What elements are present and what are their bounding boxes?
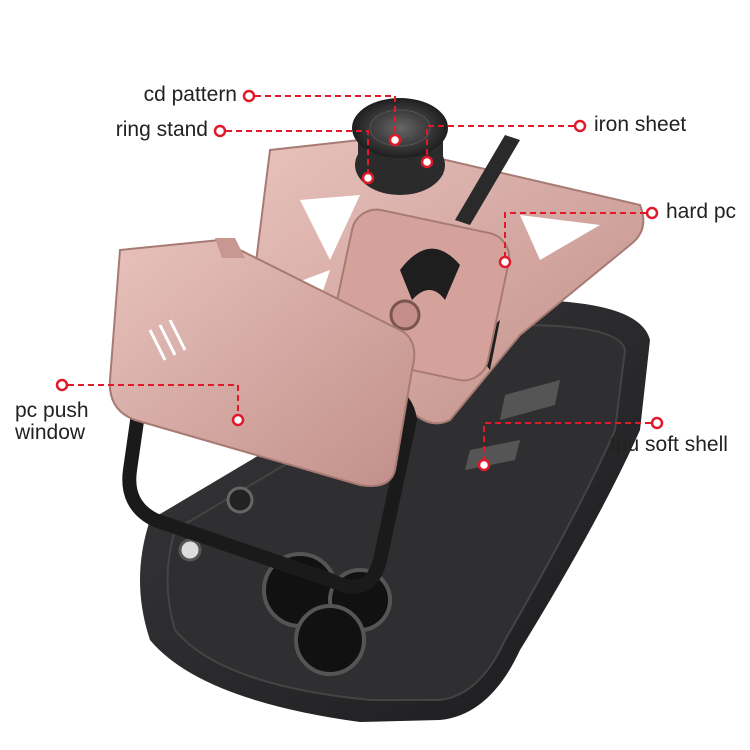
callout-dot [231, 413, 245, 427]
label-pc-push-window-line2: window [15, 421, 86, 444]
callout-dot [388, 133, 402, 147]
callout-dot [477, 458, 491, 472]
cd-pattern [352, 98, 448, 158]
callout-dot [498, 255, 512, 269]
callout-dot [242, 89, 256, 103]
callout-dot [650, 416, 664, 430]
callout-line-hard-pc [504, 212, 646, 258]
callout-dot [55, 378, 69, 392]
callout-dot [573, 119, 587, 133]
pc-push-window [108, 238, 418, 594]
callout-dot [645, 206, 659, 220]
label-iron-sheet: iron sheet [594, 113, 687, 136]
callout-line-tpu-soft-shell [483, 422, 651, 461]
label-ring-stand: ring stand [115, 118, 208, 141]
label-pc-push-window-line1: pc push [15, 399, 89, 422]
flash-icon [178, 538, 202, 562]
label-cd-pattern: cd pattern [143, 83, 237, 106]
callout-line-pc-push-window [68, 384, 239, 416]
callout-line-cd-pattern [255, 95, 396, 136]
lens-icon [294, 604, 366, 676]
iron-sheet [455, 135, 520, 225]
callout-line-ring-stand [226, 130, 369, 174]
callout-dot [361, 171, 375, 185]
callout-dot [213, 124, 227, 138]
label-hard-pc: hard pc [666, 200, 737, 223]
label-tpu-soft-shell: tpu soft shell [610, 433, 728, 456]
callout-dot [420, 155, 434, 169]
